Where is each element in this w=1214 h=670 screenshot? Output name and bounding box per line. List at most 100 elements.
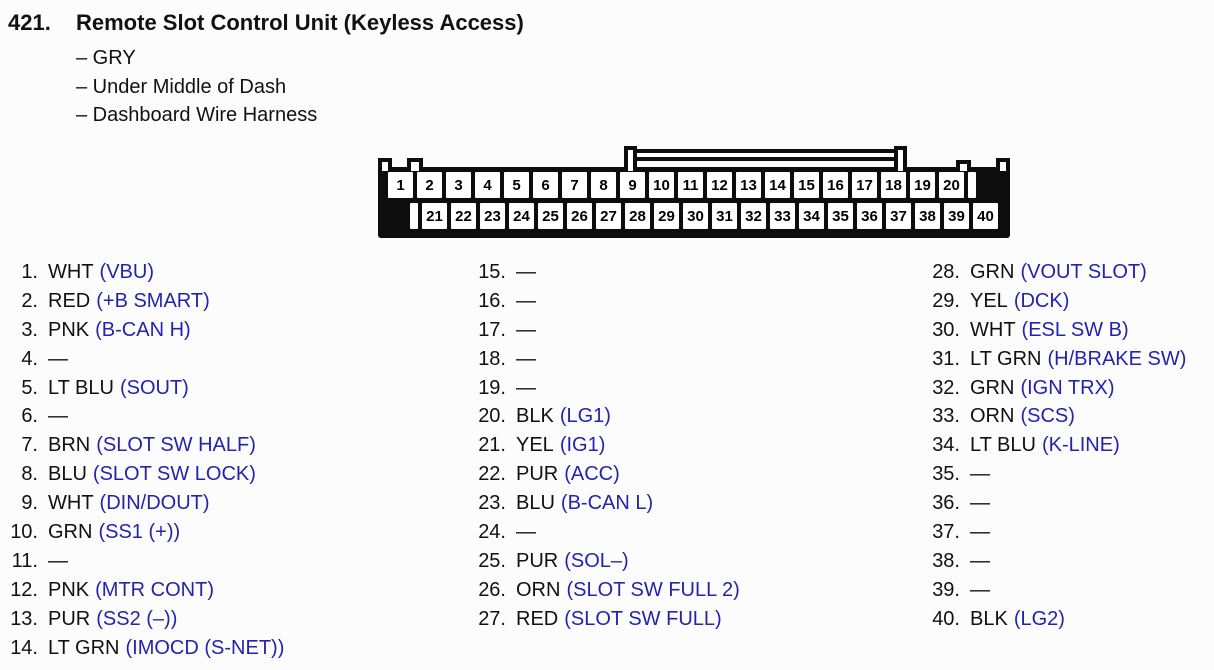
pin-number: 15. (478, 260, 506, 283)
connector-lock-post-left (624, 146, 637, 171)
connector-pin-cell: 15 (794, 172, 819, 198)
wire-color: — (516, 520, 536, 543)
connector-pin-cell: 31 (712, 203, 737, 229)
connector-pin-cell: 22 (451, 203, 476, 229)
connector-pin-cell: 21 (422, 203, 447, 229)
signal-name: (IGN TRX) (1020, 376, 1115, 399)
wire-color: — (48, 347, 68, 370)
connector-pin-cell: 39 (944, 203, 969, 229)
wire-color: — (970, 463, 990, 486)
pin-row: 40.BLK(LG2) (928, 605, 1186, 634)
pin-number: 22. (478, 463, 506, 486)
wire-color: ORN (970, 405, 1015, 428)
wire-color: YEL (516, 434, 554, 457)
signal-name: (VBU) (99, 260, 154, 283)
pin-row: 35. — (928, 460, 1186, 489)
pin-row: 1.WHT(VBU) (8, 258, 284, 287)
connector-right-tab (956, 160, 971, 171)
pin-row: 5.LT BLU(SOUT) (8, 374, 284, 403)
connector-pin-cell: 25 (538, 203, 563, 229)
pin-number: 27. (478, 607, 506, 630)
pin-number: 25. (478, 549, 506, 572)
wire-color: BLK (516, 405, 554, 428)
pin-number: 26. (478, 578, 506, 601)
pin-number: 24. (478, 520, 506, 543)
pin-row: 18.— (474, 345, 740, 374)
pin-number: 32. (932, 376, 960, 399)
pin-number: 16. (478, 289, 506, 312)
pin-row: 14.LT GRN(IMOCD (S-NET)) (8, 634, 284, 663)
connector-pin-cell: 28 (625, 203, 650, 229)
wire-color: GRN (970, 260, 1015, 283)
signal-name: (B-CAN L) (560, 492, 654, 515)
pin-row: 39.— (928, 576, 1186, 605)
signal-name: (SS1 (+)) (98, 520, 181, 543)
connector-blank-cell (968, 172, 976, 198)
wire-color: PNK (48, 578, 90, 601)
pin-number: 4. (21, 347, 38, 370)
signal-name: (SLOT SW FULL 2) (566, 578, 740, 601)
wire-color: — (516, 347, 536, 370)
connector-pin-cell: 32 (741, 203, 766, 229)
connector-pin-cell: 19 (910, 172, 935, 198)
connector-left-corner-tab (378, 158, 392, 171)
connector-pin-cell: 3 (446, 172, 471, 198)
page-title: Remote Slot Control Unit (Keyless Access… (76, 10, 524, 35)
pin-row: 7.BRN(SLOT SW HALF) (8, 431, 284, 460)
connector-left-tab (407, 158, 423, 171)
pin-number: 8. (21, 463, 38, 486)
signal-name: (ACC) (564, 463, 620, 486)
wire-color: LT GRN (48, 636, 120, 659)
wire-color: — (48, 405, 68, 428)
connector-pin-cell: 9 (620, 172, 645, 198)
pin-row: 10.GRN(SS1 (+)) (8, 518, 284, 547)
connector-pin-cell: 40 (973, 203, 998, 229)
pin-row: 36.— (928, 489, 1186, 518)
pin-row: 25.PUR(SOL–) (474, 547, 740, 576)
pin-row: 13.PUR(SS2 (–)) (8, 605, 284, 634)
wire-color: PNK (48, 318, 90, 341)
connector-pin-cell: 14 (765, 172, 790, 198)
wire-color: WHT (970, 318, 1016, 341)
wire-color: — (48, 549, 68, 572)
signal-name: (SLOT SW FULL) (564, 607, 722, 630)
wire-color: — (970, 549, 990, 572)
pin-number: 2. (21, 289, 38, 312)
wire-color: — (970, 520, 990, 543)
pin-number: 7. (21, 434, 38, 457)
signal-name: (MTR CONT) (95, 578, 214, 601)
pin-number: 29. (932, 289, 960, 312)
connector-pin-cell: 4 (475, 172, 500, 198)
connector-pin-cell: 12 (707, 172, 732, 198)
pin-number: 35. (932, 463, 960, 486)
signal-name: (LG1) (559, 405, 611, 428)
pin-row: 17.— (474, 316, 740, 345)
pin-number: 11. (11, 549, 38, 572)
signal-name: (IG1) (559, 434, 606, 457)
pin-row: 19.— (474, 374, 740, 403)
title-line: 421. Remote Slot Control Unit (Keyless A… (8, 10, 524, 36)
pin-number: 14. (10, 636, 38, 659)
wire-color: LT GRN (970, 347, 1042, 370)
wire-color: — (516, 318, 536, 341)
pin-row: 32.GRN(IGN TRX) (928, 374, 1186, 403)
pin-row: 30.WHT(ESL SW B) (928, 316, 1186, 345)
signal-name: (SOL–) (564, 549, 629, 572)
pin-row: 4. — (8, 345, 284, 374)
connector-pin-cell: 8 (591, 172, 616, 198)
connector-pin-cell: 33 (770, 203, 795, 229)
pin-number: 6. (21, 405, 38, 428)
wire-color: BLU (516, 492, 555, 515)
connector-pin-cell: 16 (823, 172, 848, 198)
wire-color: — (970, 578, 990, 601)
location-detail: – Dashboard Wire Harness (76, 104, 318, 126)
pin-column-3: 28.GRN(VOUT SLOT)29.YEL(DCK)30.WHT(ESL S… (928, 258, 1186, 634)
pin-row: 11. — (8, 547, 284, 576)
connector-pin-cell: 20 (939, 172, 964, 198)
pin-row: 16.— (474, 287, 740, 316)
wire-color: ORN (516, 578, 561, 601)
